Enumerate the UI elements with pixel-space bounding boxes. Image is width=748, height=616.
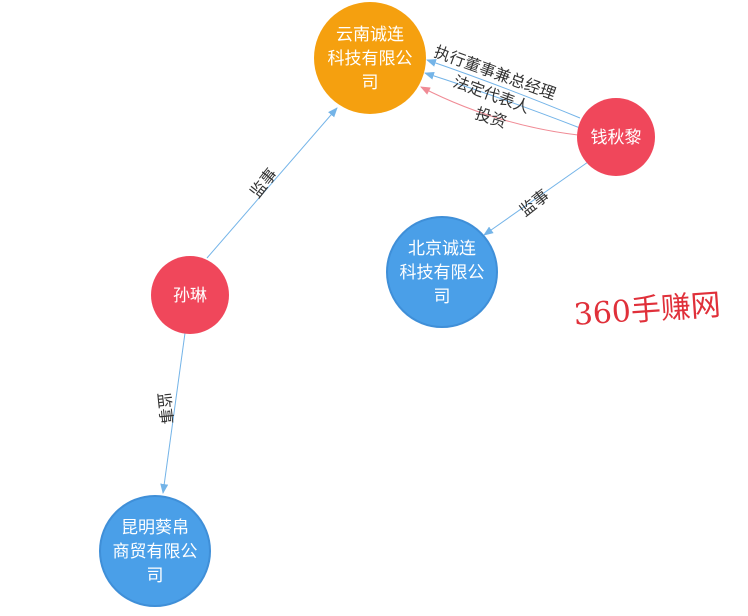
node-yunnan-chenglian[interactable]: 云南诚连 科技有限公 司 xyxy=(314,2,426,114)
node-beijing-line3: 司 xyxy=(434,287,451,307)
node-sun-name: 孙琳 xyxy=(173,286,207,306)
edge-sun-kunming xyxy=(160,332,186,494)
node-sun-lin[interactable]: 孙琳 xyxy=(151,256,229,334)
node-beijing-chenglian[interactable]: 北京诚连 科技有限公 司 xyxy=(386,216,498,328)
node-kunming-line3: 司 xyxy=(147,566,164,586)
node-qian-qiuli[interactable]: 钱秋黎 xyxy=(577,98,655,176)
node-beijing-line1: 北京诚连 xyxy=(408,239,476,259)
edge-qian-yunnan-legal xyxy=(424,71,581,129)
edge-qian-yunnan-invest xyxy=(420,86,579,136)
edge-qian-yunnan-exec xyxy=(426,59,581,119)
edge-label-sun-yunnan: 监事 xyxy=(246,165,281,202)
node-qian-name: 钱秋黎 xyxy=(591,128,642,148)
node-yunnan-line3: 司 xyxy=(362,73,379,93)
node-kunming-line2: 商贸有限公 xyxy=(113,542,198,562)
node-beijing-line2: 科技有限公 xyxy=(400,263,485,283)
node-kunming-line1: 昆明葵帛 xyxy=(121,518,189,538)
node-yunnan-line2: 科技有限公 xyxy=(328,49,413,69)
edge-sun-yunnan xyxy=(206,107,338,259)
node-kunming-kuibo[interactable]: 昆明葵帛 商贸有限公 司 xyxy=(99,495,211,607)
node-yunnan-line1: 云南诚连 xyxy=(336,25,404,45)
edge-qian-beijing xyxy=(483,161,589,236)
edge-label-sun-kunming: 监事 xyxy=(154,391,176,425)
